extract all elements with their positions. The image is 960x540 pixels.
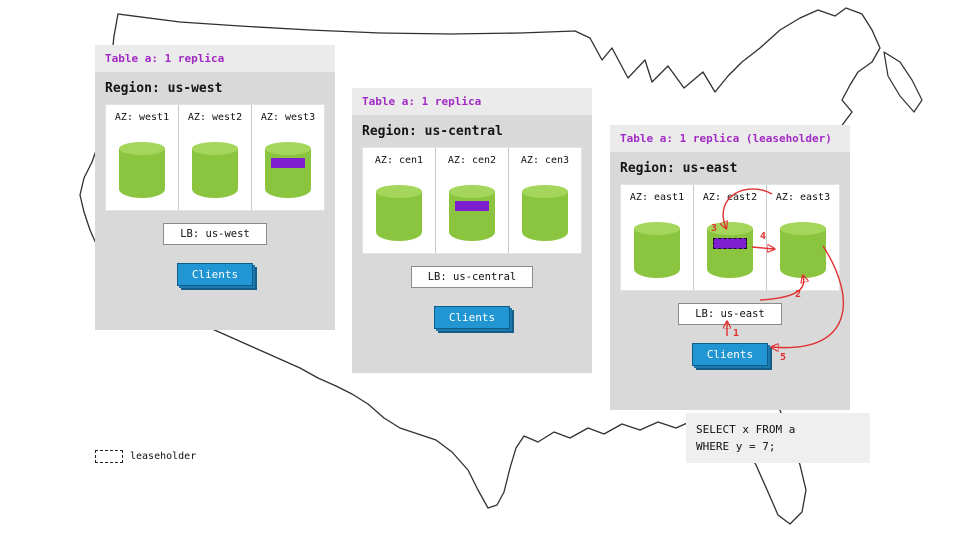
database-cylinder: [522, 185, 568, 241]
database-cylinder: [707, 222, 753, 278]
cylinder-top: [376, 185, 422, 198]
database-cylinder: [192, 142, 238, 198]
load-balancer-us-west: LB: us-west: [163, 223, 267, 245]
database-cylinder: [376, 185, 422, 241]
cylinder-body: [522, 191, 568, 241]
cylinder-top: [780, 222, 826, 235]
az-column-cen3: AZ: cen3: [509, 148, 581, 253]
az-label: AZ: east1: [629, 192, 685, 203]
load-balancer-us-east: LB: us-east: [678, 303, 782, 325]
clients-box: Clients: [176, 263, 254, 286]
cylinder-body: [192, 148, 238, 198]
region-title: Region: us-central: [362, 124, 503, 139]
region-us-west: Table a: 1 replica Region: us-west AZ: w…: [95, 45, 335, 330]
az-column-cen1: AZ: cen1: [363, 148, 436, 253]
clients-box: Clients: [433, 306, 511, 329]
az-column-east3: AZ: east3: [767, 185, 839, 290]
cylinder-body: [707, 228, 753, 278]
cylinder-body: [376, 191, 422, 241]
az-label: AZ: cen3: [520, 155, 570, 166]
az-column-west1: AZ: west1: [106, 105, 179, 210]
az-panel: AZ: cen1 AZ: cen2 AZ: cen3: [362, 147, 582, 254]
region-title: Region: us-west: [105, 81, 223, 96]
replica-band: [455, 201, 489, 211]
cylinder-top: [449, 185, 495, 198]
az-column-west3: AZ: west3: [252, 105, 324, 210]
az-column-west2: AZ: west2: [179, 105, 252, 210]
leaseholder-legend: leaseholder: [95, 450, 196, 463]
database-cylinder: [119, 142, 165, 198]
cylinder-top: [707, 222, 753, 235]
region-us-central: Table a: 1 replica Region: us-central AZ…: [352, 88, 592, 373]
az-label: AZ: west1: [114, 112, 170, 123]
database-cylinder: [780, 222, 826, 278]
region-us-east: Table a: 1 replica (leaseholder) Region:…: [610, 125, 850, 410]
az-label: AZ: west2: [187, 112, 243, 123]
database-cylinder: [634, 222, 680, 278]
az-label: AZ: east3: [775, 192, 831, 203]
az-label: AZ: cen1: [374, 155, 424, 166]
leaseholder-replica-band: [713, 238, 747, 249]
table-replica-header: Table a: 1 replica: [95, 45, 335, 72]
database-cylinder: [449, 185, 495, 241]
sql-line-2: WHERE y = 7;: [696, 440, 776, 454]
leaseholder-swatch: [95, 450, 123, 463]
az-panel: AZ: east1 AZ: east2 AZ: east3: [620, 184, 840, 291]
sql-query-box: SELECT x FROM a WHERE y = 7;: [686, 413, 870, 464]
sql-line-1: SELECT x FROM a: [696, 423, 796, 436]
az-label: AZ: west3: [260, 112, 316, 123]
cylinder-top: [522, 185, 568, 198]
replica-band: [271, 158, 305, 168]
cylinder-top: [265, 142, 311, 155]
az-label: AZ: cen2: [447, 155, 497, 166]
region-title: Region: us-east: [620, 161, 738, 176]
legend-label: leaseholder: [130, 451, 197, 462]
cylinder-body: [119, 148, 165, 198]
cylinder-top: [634, 222, 680, 235]
az-column-cen2: AZ: cen2: [436, 148, 509, 253]
table-replica-header: Table a: 1 replica (leaseholder): [610, 125, 850, 152]
table-replica-header: Table a: 1 replica: [352, 88, 592, 115]
database-cylinder: [265, 142, 311, 198]
cylinder-body: [449, 191, 495, 241]
az-column-east1: AZ: east1: [621, 185, 694, 290]
cylinder-body: [265, 148, 311, 198]
cylinder-top: [119, 142, 165, 155]
az-column-east2: AZ: east2: [694, 185, 767, 290]
clients-box: Clients: [691, 343, 769, 366]
cylinder-body: [780, 228, 826, 278]
az-panel: AZ: west1 AZ: west2 AZ: west3: [105, 104, 325, 211]
az-label: AZ: east2: [702, 192, 758, 203]
cylinder-top: [192, 142, 238, 155]
cylinder-body: [634, 228, 680, 278]
load-balancer-us-central: LB: us-central: [410, 266, 534, 288]
